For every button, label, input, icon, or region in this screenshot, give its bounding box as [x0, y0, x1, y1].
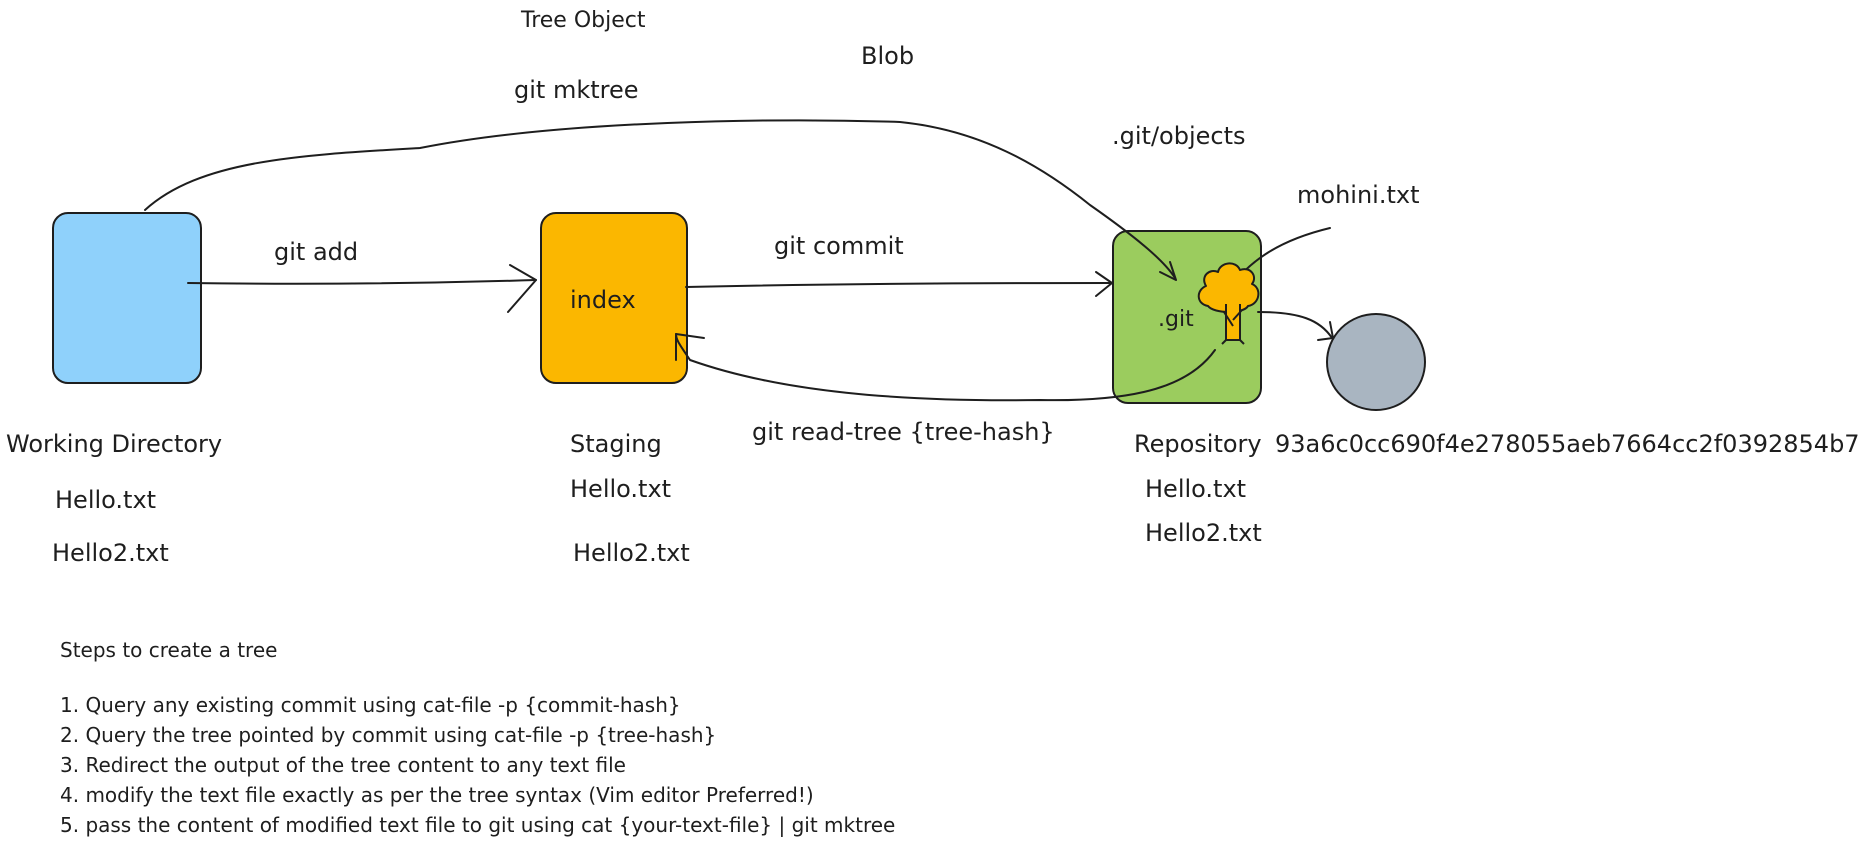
tree-to-blob-arrow	[1257, 311, 1333, 339]
git-add-arrowhead	[507, 264, 537, 313]
object-hash: 93a6c0cc690f4e278055aeb7664cc2f0392854b7	[1275, 430, 1860, 458]
blob-label: Blob	[861, 42, 915, 70]
working-directory-title: Working Directory	[6, 430, 223, 458]
git-read-tree-arrow	[675, 333, 1216, 402]
git-mktree-arrowhead	[1159, 261, 1177, 281]
index-label: index	[570, 286, 636, 314]
step-item: 3. Redirect the output of the tree conte…	[60, 753, 626, 777]
tree-icon	[1197, 262, 1260, 345]
git-add-arrow	[187, 279, 537, 285]
git-read-tree-label: git read-tree {tree-hash}	[752, 418, 1055, 446]
step-item: 5. pass the content of modified text fil…	[60, 813, 896, 837]
repo-file-hello: Hello.txt	[1145, 475, 1247, 503]
step-item: 1. Query any existing commit using cat-f…	[60, 693, 681, 717]
wd-file-hello2: Hello2.txt	[52, 539, 169, 567]
git-mktree-arrow	[144, 119, 1176, 279]
staging-file-hello2: Hello2.txt	[573, 539, 690, 567]
staging-title: Staging	[570, 430, 662, 458]
steps-section: Steps to create a tree 1. Query any exis…	[60, 638, 895, 840]
index-box	[540, 212, 688, 384]
blob-circle	[1326, 313, 1426, 411]
git-dir-label: .git	[1158, 307, 1194, 332]
steps-list: 1. Query any existing commit using cat-f…	[60, 690, 895, 840]
git-add-label: git add	[274, 238, 359, 266]
git-mktree-label: git mktree	[514, 76, 639, 104]
step-item: 2. Query the tree pointed by commit usin…	[60, 723, 717, 747]
wd-file-hello: Hello.txt	[55, 486, 157, 514]
working-directory-box	[52, 212, 202, 384]
steps-title: Steps to create a tree	[60, 638, 278, 662]
repo-file-hello2: Hello2.txt	[1145, 519, 1262, 547]
git-read-tree-arrowhead	[675, 333, 705, 361]
git-commit-label: git commit	[774, 232, 904, 260]
git-objects-label: .git/objects	[1112, 122, 1246, 150]
mohini-label: mohini.txt	[1297, 181, 1420, 209]
staging-file-hello: Hello.txt	[570, 475, 672, 503]
git-commit-arrow	[685, 282, 1111, 288]
tree-object-label: Tree Object	[521, 8, 646, 33]
repository-title: Repository	[1134, 430, 1262, 458]
git-commit-arrowhead	[1095, 271, 1113, 297]
step-item: 4. modify the text file exactly as per t…	[60, 783, 814, 807]
